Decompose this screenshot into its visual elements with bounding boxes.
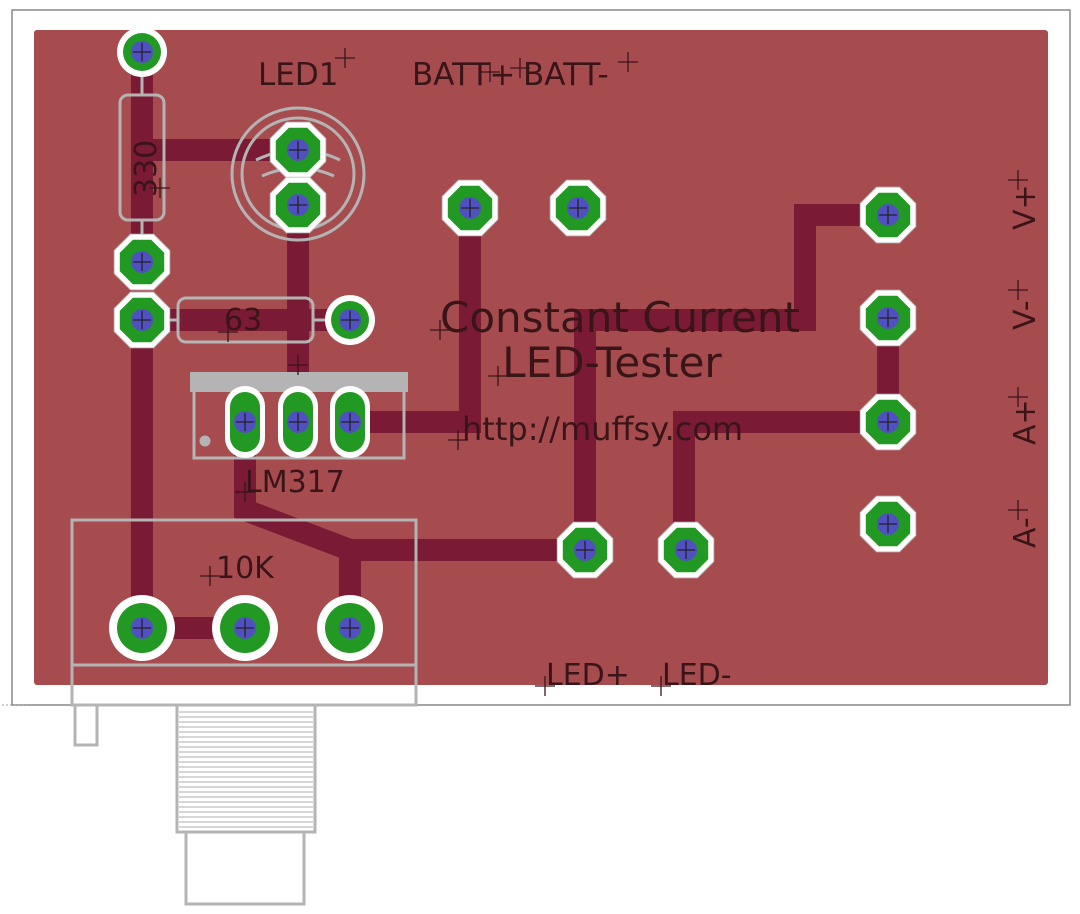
pad-r63-2 [325, 295, 375, 345]
pad-led-plus [556, 521, 614, 579]
label-a-plus: A+ [1008, 399, 1043, 445]
pad-led-minus [657, 521, 715, 579]
pad-lm317-adj [225, 386, 265, 458]
label-v-minus: V- [1008, 300, 1043, 330]
pot-shaft [184, 830, 306, 906]
label-led-minus: LED- [662, 658, 732, 693]
pad-lm317-out [278, 386, 318, 458]
led1-outline [230, 106, 366, 242]
pad-pot-1 [109, 595, 175, 661]
pad-r330-2 [113, 233, 171, 291]
label-led1: LED1 [258, 57, 338, 93]
label-batt-plus: BATT+ [412, 57, 515, 93]
url-label: http://muffsy.com [462, 410, 743, 448]
title-line2: LED-Tester [502, 338, 722, 387]
trace-ledminus-aplus [673, 411, 888, 550]
pads [109, 27, 917, 661]
pad-a-minus [859, 495, 917, 553]
label-led-plus: LED+ [546, 658, 630, 693]
trace-vplus [574, 204, 888, 550]
pad-batt-minus [549, 179, 607, 237]
label-lm317: LM317 [245, 465, 345, 500]
pad-r63-1 [113, 291, 171, 349]
pot-shaft-threaded [175, 703, 317, 834]
trace-lm317-batt [348, 208, 481, 433]
pad-v-plus [859, 186, 917, 244]
label-r63: 63 [224, 303, 262, 338]
label-a-minus: A- [1008, 517, 1043, 548]
pad-pot-3 [317, 595, 383, 661]
label-v-plus: V+ [1008, 184, 1043, 230]
pot-thread [179, 711, 313, 828]
pad-led1-anode [269, 121, 327, 179]
pad-led1-cathode [269, 176, 327, 234]
pad-a-plus [859, 393, 917, 451]
pad-lm317-in [330, 386, 370, 458]
pad-pot-2 [212, 595, 278, 661]
label-pot: 10K [216, 551, 275, 586]
pad-r330-1 [117, 27, 167, 77]
label-r330: 330 [129, 140, 164, 197]
trace-lm317-adj [234, 422, 585, 561]
pot-tab [73, 703, 99, 747]
origin-markers [150, 48, 1028, 696]
pad-batt-plus [441, 179, 499, 237]
pad-v-minus [859, 289, 917, 347]
label-batt-minus: BATT- [523, 57, 609, 93]
title-line1: Constant Current [440, 293, 800, 342]
